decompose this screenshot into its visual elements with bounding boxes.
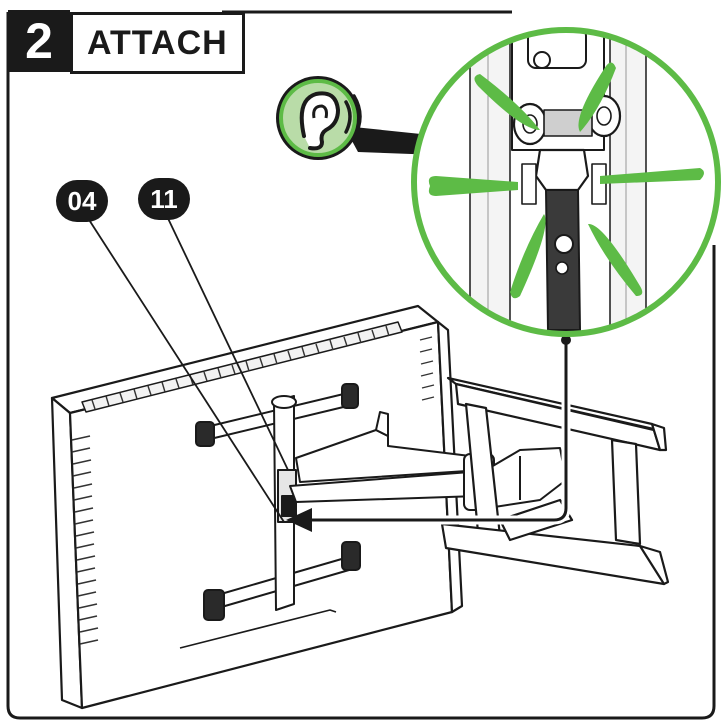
callout-part-11: 11 xyxy=(138,178,190,220)
ear-sound-icon xyxy=(276,76,362,160)
callout-part-04: 04 xyxy=(56,180,108,222)
attach-arrow xyxy=(286,335,571,532)
tv-back xyxy=(50,304,464,710)
tv-rails xyxy=(195,383,361,621)
click-burst xyxy=(428,62,704,299)
step-title: ATTACH xyxy=(70,12,245,74)
step-number: 2 xyxy=(8,10,70,72)
articulating-arm xyxy=(289,411,567,511)
wall-plate xyxy=(440,376,670,586)
leader-lines xyxy=(83,209,289,523)
zoom-circle-ring xyxy=(411,27,721,337)
panel-frame xyxy=(6,12,716,720)
